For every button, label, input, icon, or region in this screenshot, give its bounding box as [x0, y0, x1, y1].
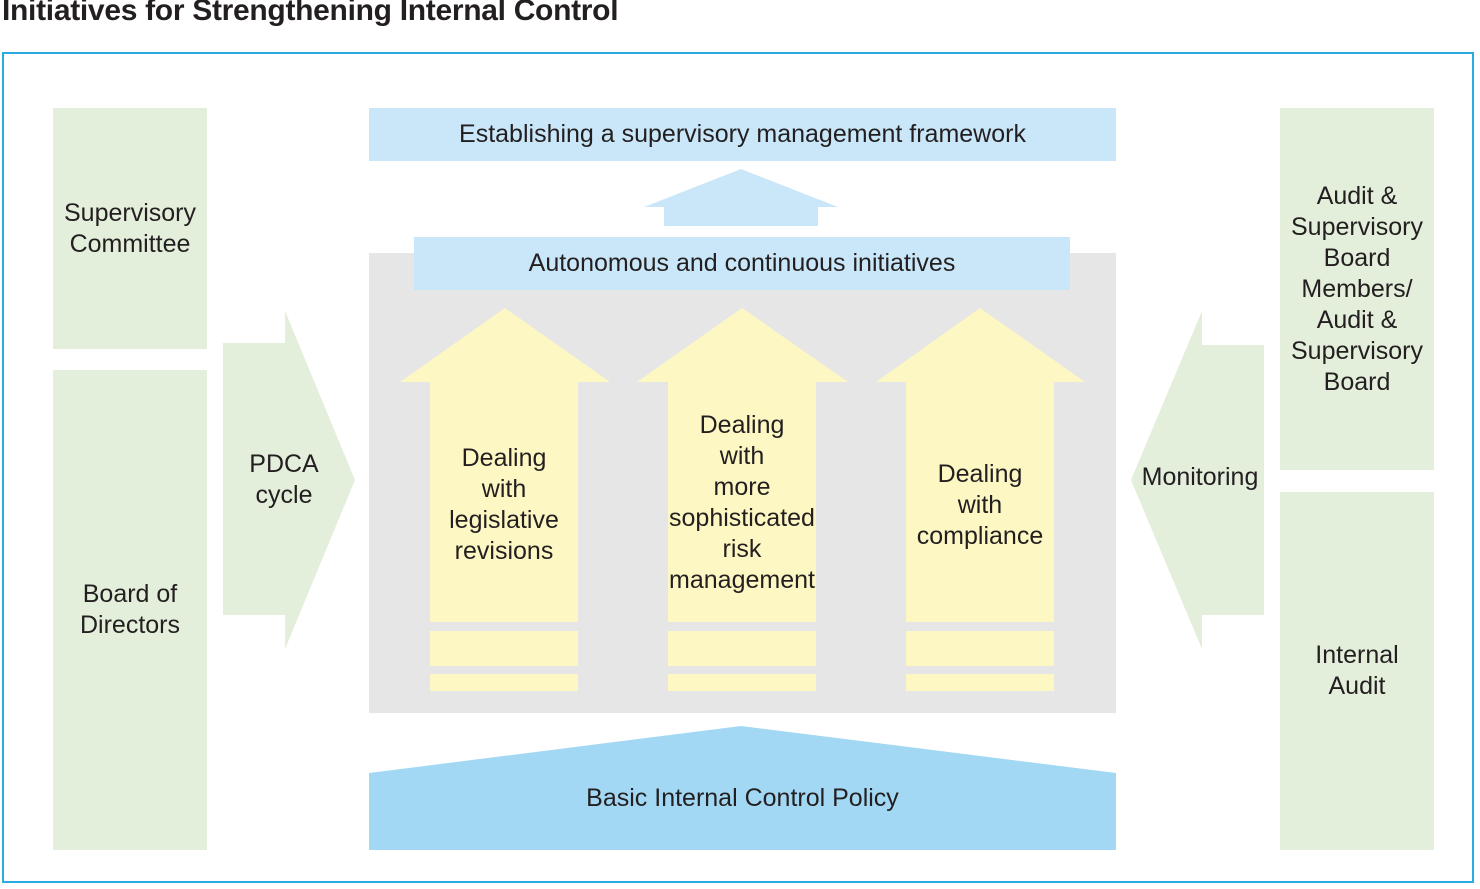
basic-policy-base: [369, 726, 1116, 850]
supervisory-committee-box: Supervisory Committee: [53, 108, 207, 349]
pdca-cycle-label: PDCA cycle: [249, 450, 319, 509]
pillar-label-legislative: Dealing with legislative revisions: [449, 444, 559, 565]
pillar-arrow-risk: [637, 308, 848, 622]
pillar-label-compliance: Dealing with compliance: [916, 459, 1044, 550]
pillar-step-legislative-2: [430, 674, 578, 691]
pillar-arrow-legislative: [400, 308, 610, 622]
autonomous-initiatives-banner: Autonomous and continuous initiatives: [414, 237, 1070, 290]
pillar-step-compliance-2: [906, 674, 1054, 691]
pillar-label-risk: Dealing with more sophisticated risk man…: [669, 411, 815, 594]
pillar-step-legislative-1: [430, 631, 578, 666]
audit-supervisory-board-box: Audit & Supervisory Board Members/ Audit…: [1280, 108, 1434, 470]
supervisory-framework-banner: Establishing a supervisory management fr…: [369, 108, 1116, 161]
diagram-frame: [2, 52, 1474, 883]
monitoring-label: Monitoring: [1141, 462, 1259, 491]
monitoring-arrow: [1131, 311, 1264, 649]
page-title: Initiatives for Strengthening Internal C…: [2, 0, 619, 27]
pillar-step-risk-2: [668, 674, 816, 691]
up-arrow-to-framework: [644, 169, 838, 226]
basic-policy-label: Basic Internal Control Policy: [586, 783, 899, 812]
pillar-arrow-compliance: [876, 308, 1085, 622]
pillar-step-compliance-1: [906, 631, 1054, 666]
pillar-step-risk-1: [668, 631, 816, 666]
pdca-arrow: [223, 311, 355, 649]
board-of-directors-box: Board of Directors: [53, 370, 207, 850]
internal-audit-box: Internal Audit: [1280, 492, 1434, 850]
